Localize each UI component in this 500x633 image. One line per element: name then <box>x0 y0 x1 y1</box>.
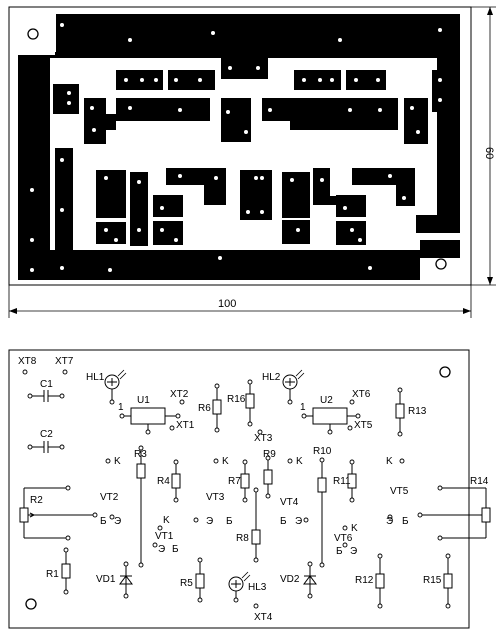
label-xt4: XT4 <box>254 612 273 623</box>
label-u1: U1 <box>137 395 150 406</box>
label-vt2: VT2 <box>100 492 119 503</box>
component-labels: XT8 XT7 C1 C2 HL1 U1 1 XT2 XT1 R6 R16 XT… <box>18 356 489 623</box>
pads <box>22 369 451 609</box>
mount-hole <box>439 366 451 378</box>
pin-e: Э <box>158 544 165 555</box>
copper-layer-view: 100 60 <box>8 6 496 318</box>
label-xt3: XT3 <box>254 433 273 444</box>
width-dimension-label: 100 <box>218 298 236 310</box>
mount-hole <box>25 598 37 610</box>
pin-k: K <box>163 515 170 526</box>
drill-holes <box>30 23 442 272</box>
label-xt8: XT8 <box>18 356 37 367</box>
pin-b: Б <box>336 546 343 557</box>
label-c2: C2 <box>40 429 53 440</box>
component-layer-view: XT8 XT7 C1 C2 HL1 U1 1 XT2 XT1 R6 R16 XT… <box>8 349 491 629</box>
led-light-arrows <box>117 369 305 582</box>
label-c1: C1 <box>40 379 53 390</box>
label-r4: R4 <box>157 476 170 487</box>
pin-e: Э <box>206 516 213 527</box>
label-xt7: XT7 <box>55 356 74 367</box>
label-r14: R14 <box>470 476 489 487</box>
label-r16: R16 <box>227 394 246 405</box>
height-dimension-label: 60 <box>483 147 495 159</box>
label-hl2: HL2 <box>262 372 281 383</box>
label-r3: R3 <box>134 449 147 460</box>
dimension-arrows <box>9 7 493 314</box>
dimension-lines <box>8 6 496 318</box>
pin-e: Э <box>295 516 302 527</box>
pin-b: Б <box>402 516 409 527</box>
label-xt6: XT6 <box>352 389 371 400</box>
pin-k: K <box>222 456 229 467</box>
board-outline-bottom <box>8 349 470 629</box>
label-r8: R8 <box>236 533 249 544</box>
label-u2: U2 <box>320 395 333 406</box>
label-r12: R12 <box>355 575 374 586</box>
pin-b: Б <box>226 516 233 527</box>
label-xt2: XT2 <box>170 389 189 400</box>
pin-e: Э <box>350 546 357 557</box>
pin-b: Б <box>280 516 287 527</box>
label-r11: R11 <box>333 476 351 487</box>
label-r10: R10 <box>313 446 332 457</box>
mount-hole <box>435 258 447 270</box>
component-outlines <box>19 374 491 606</box>
label-vd1: VD1 <box>96 574 116 585</box>
label-r15: R15 <box>423 575 442 586</box>
label-vt4: VT4 <box>280 497 299 508</box>
label-r6: R6 <box>198 403 211 414</box>
label-vt1: VT1 <box>155 531 174 542</box>
label-u1-pin1: 1 <box>118 402 124 413</box>
label-vt3: VT3 <box>206 492 225 503</box>
pin-k: K <box>114 456 121 467</box>
label-r5: R5 <box>180 578 193 589</box>
label-hl1: HL1 <box>86 372 105 383</box>
label-r13: R13 <box>408 406 427 417</box>
label-vt5: VT5 <box>390 486 409 497</box>
label-r9: R9 <box>263 449 276 460</box>
transistor-pin-labels: K K K K K K Б Э Э Б Б Э Э Б Э Б Б Э <box>100 456 409 557</box>
label-hl3: HL3 <box>248 582 267 593</box>
label-u2-pin1: 1 <box>300 402 306 413</box>
label-vd2: VD2 <box>280 574 300 585</box>
pin-e: Э <box>386 516 393 527</box>
pin-k: K <box>386 456 393 467</box>
pin-k: K <box>351 523 358 534</box>
label-vt6: VT6 <box>334 533 353 544</box>
pin-k: K <box>296 456 303 467</box>
label-r7: R7 <box>228 476 241 487</box>
pin-e: Э <box>114 516 121 527</box>
label-xt5: XT5 <box>354 420 373 431</box>
pin-b: Б <box>172 544 179 555</box>
pin-b: Б <box>100 516 107 527</box>
mount-hole <box>27 28 39 40</box>
label-r2: R2 <box>30 495 43 506</box>
label-xt1: XT1 <box>176 420 195 431</box>
label-r1: R1 <box>46 569 59 580</box>
